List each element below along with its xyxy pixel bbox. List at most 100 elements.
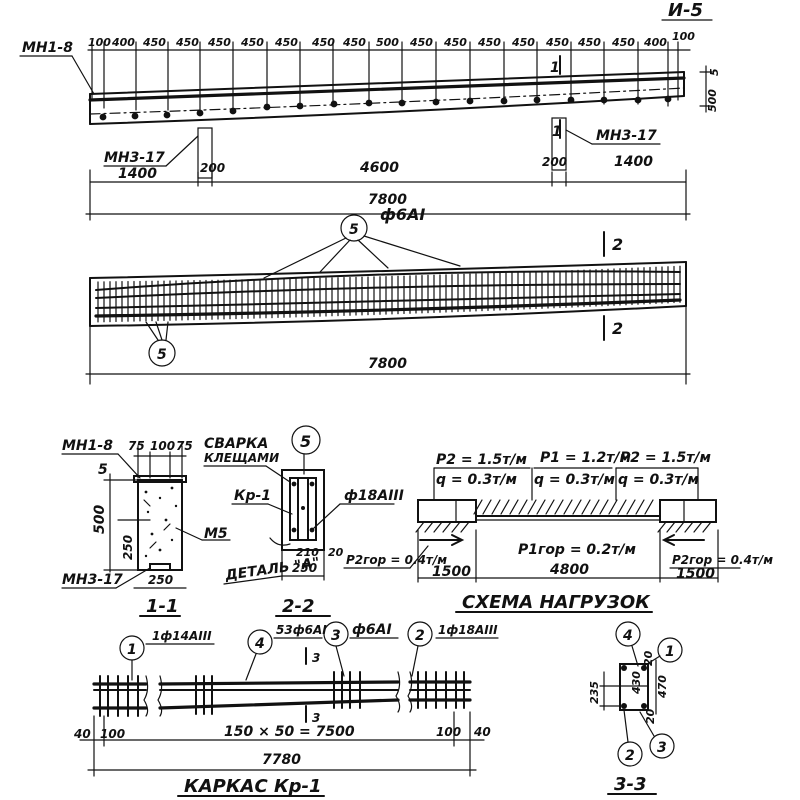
callout-circle [649, 733, 675, 759]
cage-title: КАРКАС Кр-1 [184, 776, 322, 797]
load-scheme: P2 = 1.5т/м q = 0.3т/м P1 = 1.2т/м q = 0… [343, 450, 773, 613]
weld-note: СВАРКА [204, 436, 268, 452]
spacing-labels: 100 400 450 450 450 450 450 450 450 500 … [88, 30, 695, 49]
part-label-mn3-17: МН3-17 [62, 572, 123, 588]
spacing-dim: 400 [643, 36, 667, 49]
dim-1500-left: 1500 [432, 564, 471, 580]
part-label-mn1-8: МН1-8 [62, 438, 113, 454]
top-plate [133, 475, 187, 483]
dim-1500-right: 1500 [676, 566, 715, 582]
callout-circle [657, 637, 683, 663]
callout-1: 1 [127, 642, 137, 658]
spacing-dim: 450 [409, 36, 433, 49]
load-scheme-title: СХЕМА НАГРУЗОК [462, 592, 651, 613]
cage-outline [289, 477, 317, 541]
section-mark: 2 [612, 319, 623, 338]
load-p2-left: P2 = 1.5т/м [436, 452, 527, 468]
section-3-3: 4 1 430 470 20 20 235 2 3 3-3 [588, 621, 683, 795]
hatch-stroke [509, 499, 519, 515]
callout-1: 1 [665, 644, 675, 660]
hatch-stroke [617, 499, 627, 515]
dim-20b: 20 [644, 708, 657, 724]
spacing-dim: 100 [88, 36, 111, 49]
mesh-stirrups [97, 265, 681, 323]
beam-mark: И-5 [668, 0, 703, 21]
dim-430: 430 [630, 671, 643, 695]
callout-5-bottom: 5 [157, 347, 167, 363]
section-title-2-2: 2-2 [282, 596, 315, 617]
insert-label-left: МН3-17 [104, 150, 165, 166]
detail-label: ДЕТАЛЬ "А" [223, 555, 320, 584]
hatch-stroke [424, 521, 434, 533]
hatch-stroke [693, 521, 703, 533]
beam-bottom-edge [89, 95, 685, 125]
hatch-stroke [527, 499, 537, 515]
spacing-dim: 450 [175, 36, 199, 49]
load-q-left: q = 0.3т/м [436, 472, 517, 488]
dim-500: 500 [92, 505, 108, 534]
insert-left [197, 127, 213, 179]
spacing-dim: 450 [142, 36, 166, 49]
dim-7780: 7780 [262, 752, 301, 768]
hatch-stroke [644, 499, 654, 515]
dim-40-left: 40 [73, 727, 91, 741]
section-mark: 1 [552, 124, 562, 140]
dim-100-right: 100 [436, 725, 461, 739]
spacing-dim: 450 [577, 36, 601, 49]
dim-1400-left: 1400 [118, 166, 157, 182]
hatch-stroke [675, 521, 685, 533]
height-dim: 500 [706, 89, 719, 112]
callout-1-label: 1ф14АIII [152, 629, 212, 643]
callout-5: 5 [300, 432, 311, 451]
section-body [137, 479, 183, 571]
spacing-dim: 450 [274, 36, 298, 49]
dim-5: 5 [98, 462, 108, 478]
spacing-dim: 400 [111, 36, 135, 49]
section-title-1-1: 1-1 [146, 596, 179, 617]
support-left [417, 499, 477, 523]
section-2-2: СВАРКА КЛЕЩАМИ 5 Кр-1 ф18АIII 210 20 250… [203, 425, 404, 617]
hatch-stroke [581, 499, 591, 515]
section-title-3-3: 3-3 [614, 774, 647, 795]
hatch-stroke [451, 521, 461, 533]
dim-7800-top: 7800 [368, 192, 407, 208]
stirrup-outline [619, 663, 649, 711]
spacing-dim: 100 [672, 30, 695, 43]
dim-235: 235 [588, 681, 601, 704]
dim-4600: 4600 [359, 160, 399, 176]
dim-1400-right: 1400 [614, 154, 653, 170]
callout-4: 4 [622, 628, 633, 644]
dim-250: 250 [292, 561, 317, 575]
load-q-right: q = 0.3т/м [618, 472, 699, 488]
hatch-stroke [657, 521, 667, 533]
spacing-dim: 450 [342, 36, 366, 49]
hatch-stroke [500, 499, 510, 515]
callout-3: 3 [331, 628, 341, 644]
spacing-dim: 450 [443, 36, 467, 49]
mesh-view: ф6АI 5 2 2 5 7800 [85, 205, 691, 385]
hatch-stroke [563, 499, 573, 515]
dim-200-left: 200 [200, 161, 225, 175]
hatch-stroke [626, 499, 636, 515]
cage-stirrups [99, 671, 465, 717]
spacing-dim: 450 [477, 36, 501, 49]
dim-210: 210 [296, 546, 319, 559]
dim-7800-mesh: 7800 [368, 356, 407, 372]
part-label-mn1-8: МН1-8 [22, 40, 73, 56]
hatch-stroke [491, 499, 501, 515]
bar-label: ф18АIII [344, 488, 404, 504]
callout-3: 3 [657, 740, 667, 756]
grade-label: М5 [204, 526, 228, 542]
callout-circle [407, 621, 433, 647]
beam-top-edge [89, 71, 685, 95]
load-p2-hor-left: P2гор = 0.4т/м [346, 553, 447, 567]
section-mark: 2 [612, 235, 623, 254]
dim-stirrup-spacing: 150 × 50 = 7500 [224, 724, 355, 740]
hatch-stroke [608, 499, 618, 515]
hatch-stroke [684, 521, 694, 533]
spacing-dim: 450 [240, 36, 264, 49]
dim-470: 470 [656, 675, 669, 699]
cage-kr1: 1 1ф14АIII 4 53ф6АI 3 ф6АI 2 1ф18АIII 3 … [73, 621, 499, 797]
spacing-ticks [91, 41, 679, 111]
